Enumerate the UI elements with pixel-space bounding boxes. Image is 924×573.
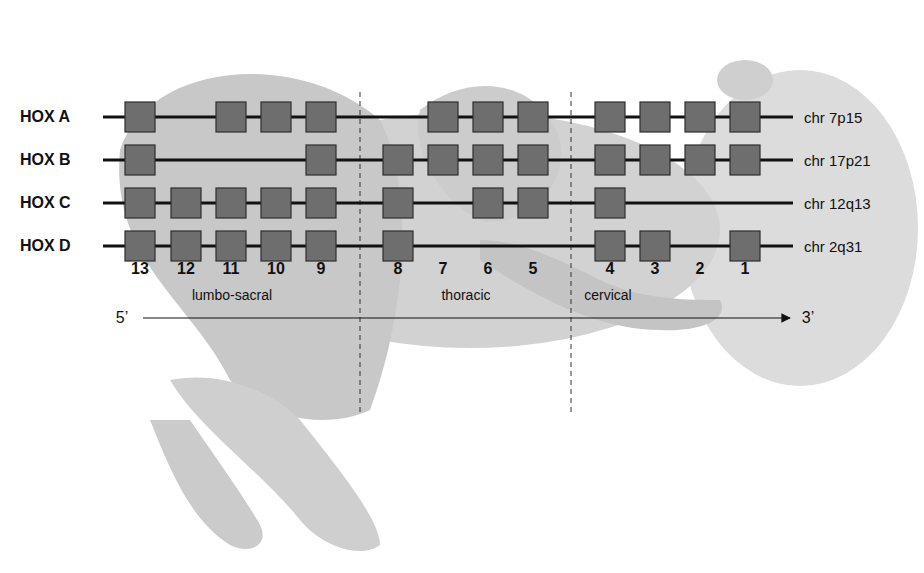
cluster-row [103,231,793,261]
hox-clusters [103,102,793,261]
gene-box [306,231,336,261]
region-name: cervical [584,288,631,302]
gene-box [595,145,625,175]
region-divider [360,92,361,412]
cluster-name: HOX A [20,109,70,125]
gene-box [730,102,760,132]
strand-end: 5’ [116,310,128,326]
gene-box [216,102,246,132]
gene-box [595,102,625,132]
chromosome-line [103,202,793,205]
gene-box [216,231,246,261]
region-divider [571,92,572,412]
paralog-number: 5 [529,261,538,277]
gene-box [383,188,413,218]
chromosome-line [103,245,793,248]
paralog-number: 8 [394,261,403,277]
direction-arrow [143,317,790,318]
cluster-row [103,145,793,175]
gene-box [261,231,291,261]
strand-end: 3’ [802,310,814,326]
gene-box [473,102,503,132]
gene-box [383,231,413,261]
fetus-silhouette [119,60,918,551]
gene-box [730,231,760,261]
gene-box [518,102,548,132]
gene-box [306,188,336,218]
gene-box [125,145,155,175]
paralog-number: 3 [651,261,660,277]
gene-box [306,102,336,132]
gene-box [216,188,246,218]
gene-box [428,102,458,132]
chromosome-locus: chr 12q13 [804,196,871,211]
region-name: thoracic [441,288,490,302]
cluster-name: HOX C [20,195,71,211]
paralog-number: 10 [267,261,285,277]
gene-box [685,102,715,132]
region-name: lumbo-sacral [192,288,272,302]
chromosome-locus: chr 17p21 [804,153,871,168]
gene-box [171,231,201,261]
gene-box [595,231,625,261]
paralog-number: 9 [317,261,326,277]
paralog-number: 4 [606,261,615,277]
cluster-row [103,102,793,132]
paralog-number: 1 [741,261,750,277]
gene-box [306,145,336,175]
gene-box [383,145,413,175]
paralog-number: 11 [223,261,240,277]
gene-box [125,231,155,261]
gene-box [518,145,548,175]
cluster-name: HOX B [20,152,71,168]
gene-box [428,145,458,175]
cluster-row [103,188,793,218]
cluster-name: HOX D [20,238,71,254]
gene-box [261,188,291,218]
chromosome-locus: chr 7p15 [804,110,862,125]
gene-box [685,145,715,175]
region-dividers [360,92,571,412]
paralog-number: 13 [131,261,149,277]
paralog-number: 7 [439,261,448,277]
gene-box [473,188,503,218]
paralog-number: 2 [696,261,705,277]
gene-box [640,102,670,132]
gene-box [125,188,155,218]
gene-box [595,188,625,218]
chromosome-locus: chr 2q31 [804,239,862,254]
gene-box [640,145,670,175]
gene-box [473,145,503,175]
gene-box [640,231,670,261]
gene-box [730,145,760,175]
paralog-number: 12 [177,261,195,277]
gene-box [261,102,291,132]
gene-box [518,188,548,218]
paralog-number: 6 [484,261,493,277]
gene-box [125,102,155,132]
gene-box [171,188,201,218]
